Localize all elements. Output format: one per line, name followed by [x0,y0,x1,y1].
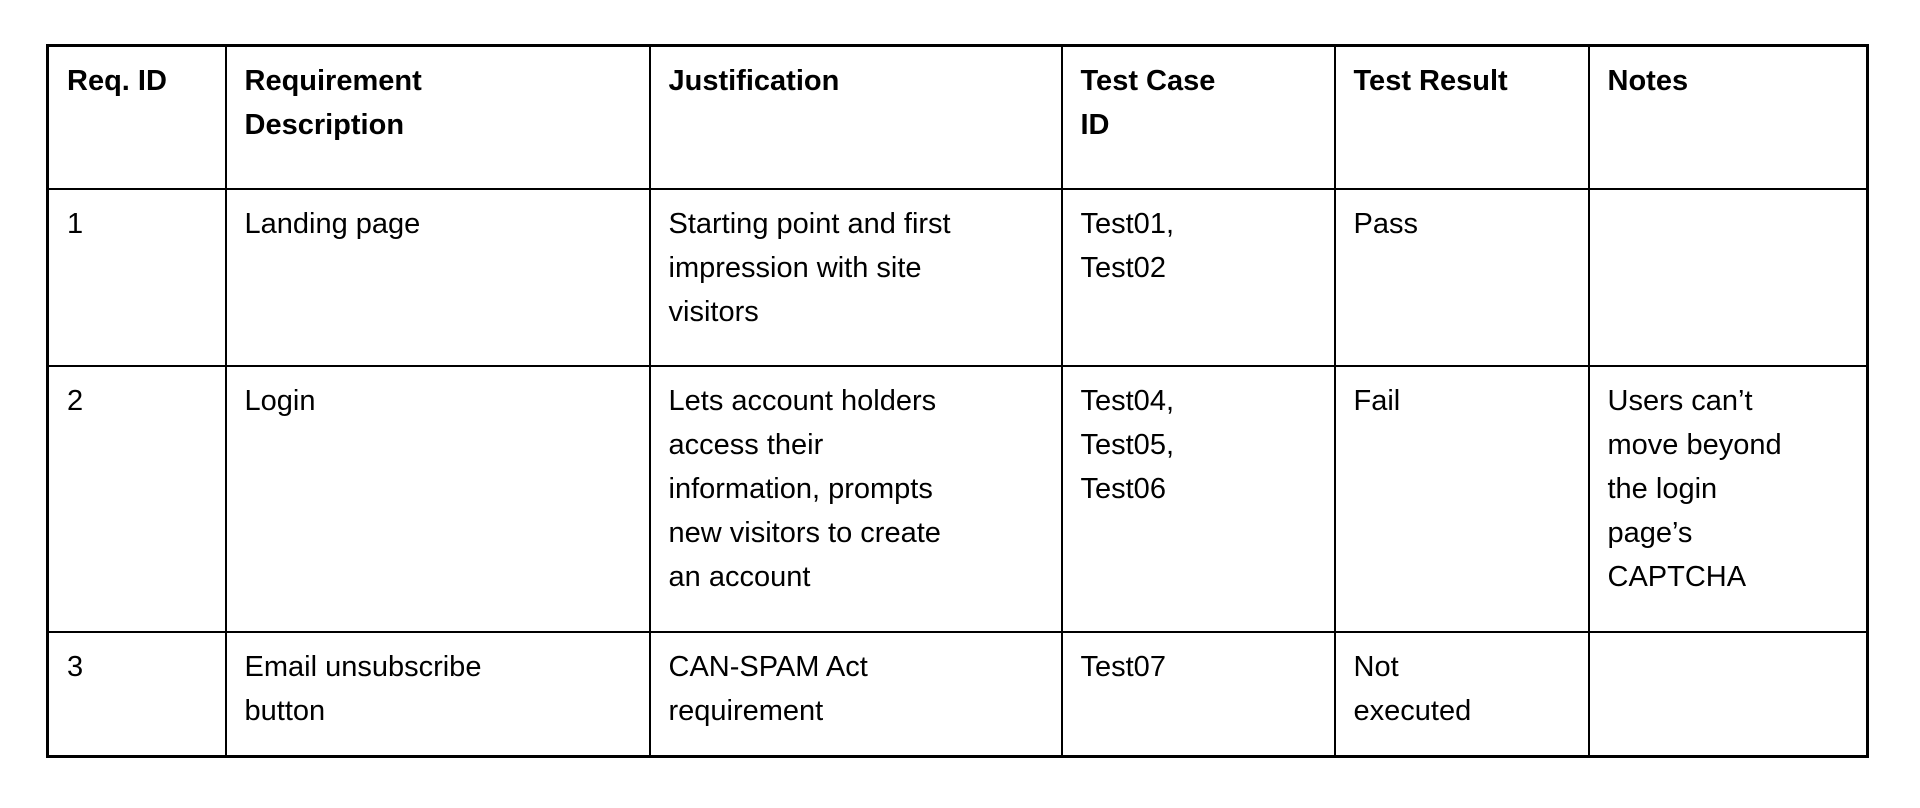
cell-notes [1587,187,1869,367]
header-justification: Justification [648,44,1063,190]
cell-req-id: 3 [46,630,227,758]
requirements-table: Req. ID Requirement Description Justific… [46,44,1869,758]
cell-req-id: 1 [46,187,227,367]
header-test-case-id: Test Case ID [1060,44,1336,190]
cell-requirement-description: Email unsubscribe button [224,630,651,758]
cell-test-case-id: Test01, Test02 [1060,187,1336,367]
cell-notes: Users can’t move beyond the login page’s… [1587,364,1869,633]
cell-notes [1587,630,1869,758]
cell-requirement-description: Landing page [224,187,651,367]
cell-justification: Lets account holders access their inform… [648,364,1063,633]
cell-req-id: 2 [46,364,227,633]
cell-test-case-id: Test04, Test05, Test06 [1060,364,1336,633]
header-requirement-description: Requirement Description [224,44,651,190]
cell-justification: CAN-SPAM Act requirement [648,630,1063,758]
cell-justification: Starting point and first impression with… [648,187,1063,367]
cell-test-result: Pass [1333,187,1590,367]
cell-test-result: Fail [1333,364,1590,633]
cell-test-result: Not executed [1333,630,1590,758]
table-row: 3 Email unsubscribe button CAN-SPAM Act … [46,630,1869,758]
cell-requirement-description: Login [224,364,651,633]
table-row: 1 Landing page Starting point and first … [46,187,1869,367]
header-req-id: Req. ID [46,44,227,190]
cell-test-case-id: Test07 [1060,630,1336,758]
header-test-result: Test Result [1333,44,1590,190]
header-notes: Notes [1587,44,1869,190]
table-header-row: Req. ID Requirement Description Justific… [46,44,1869,190]
table-row: 2 Login Lets account holders access thei… [46,364,1869,633]
